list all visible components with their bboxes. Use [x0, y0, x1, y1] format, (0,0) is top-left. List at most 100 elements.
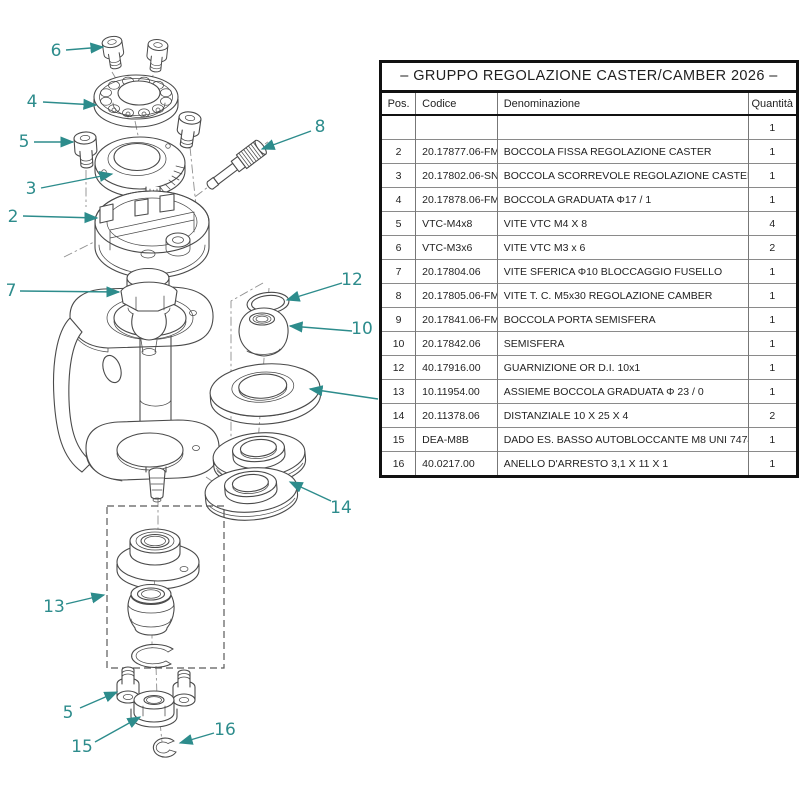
cell-codice: 20.17802.06-SN [415, 163, 498, 188]
callout-2: 2 [8, 207, 19, 227]
cell-quantita: 1 [748, 139, 796, 164]
cell-codice: 20.17878.06-FM [415, 187, 498, 212]
semisphere-holder-washer [209, 363, 321, 425]
cell-pos: 9 [382, 307, 417, 332]
washer-leader-line [308, 385, 379, 400]
callout-5: 5 [19, 132, 30, 152]
cell-quantita: 1 [748, 427, 796, 452]
cell-denominazione: SEMISFERA [497, 331, 749, 356]
spacer-b [202, 463, 300, 525]
callout-5b: 5 [63, 703, 74, 723]
cell-quantita: 2 [748, 403, 796, 428]
leader-2 [22, 212, 99, 224]
spherical-stud [120, 267, 178, 356]
callout-8: 8 [315, 117, 326, 137]
retaining-ring [152, 737, 177, 758]
cell-quantita: 1 [748, 114, 796, 140]
cell-denominazione: VITE VTC M4 X 8 [497, 211, 749, 236]
cell-pos [382, 114, 417, 140]
cell-codice: VTC-M3x6 [415, 235, 498, 260]
column-header-codice: Codice [415, 93, 498, 116]
cell-quantita: 1 [748, 259, 796, 284]
callout-3: 3 [26, 179, 37, 199]
cell-codice: 20.17805.06-FM [415, 283, 498, 308]
cell-codice: VTC-M4x8 [415, 211, 498, 236]
leader-4 [42, 98, 98, 110]
cell-codice: 20.17877.06-FM [415, 139, 498, 164]
cell-pos: 14 [382, 403, 417, 428]
cell-denominazione [497, 114, 749, 140]
cell-quantita: 1 [748, 283, 796, 308]
leader-15 [94, 716, 142, 743]
column-header-denominazione: Denominazione [497, 93, 749, 116]
cell-quantita: 1 [748, 307, 796, 332]
barrel-bushing [127, 583, 175, 636]
screw-m3x6-a [100, 34, 127, 71]
callout-12: 12 [341, 270, 363, 290]
cell-codice [415, 114, 498, 140]
cell-quantita: 1 [748, 451, 796, 475]
cell-codice: 40.17916.00 [415, 355, 498, 380]
cell-denominazione: GUARNIZIONE OR D.I. 10x1 [497, 355, 749, 380]
cell-codice: 20.17841.06-FM [415, 307, 498, 332]
cell-pos: 8 [382, 283, 417, 308]
leader-5b [79, 691, 119, 709]
cell-pos: 3 [382, 163, 417, 188]
column-header-quantita: Quantità [748, 93, 796, 116]
cell-codice: 40.0217.00 [415, 451, 498, 475]
cell-denominazione: DISTANZIALE 10 X 25 X 4 [497, 403, 749, 428]
cell-pos: 5 [382, 211, 417, 236]
leader-12 [285, 282, 343, 302]
cell-codice: DEA-M8B [415, 427, 498, 452]
cell-quantita: 1 [748, 379, 796, 404]
graduated-bushing [93, 74, 179, 128]
lock-nut [130, 690, 178, 728]
cell-pos: 12 [382, 355, 417, 380]
cell-quantita: 4 [748, 211, 796, 236]
graduated-bushing-assembly [106, 505, 225, 669]
screw-m4x8-b [174, 109, 203, 150]
callout-labels: 6 4 5 3 2 8 7 12 10 14 13 5 15 16 [6, 41, 373, 757]
screw-m3x6-b [144, 38, 169, 74]
cell-denominazione: VITE VTC M3 x 6 [497, 235, 749, 260]
cell-pos: 2 [382, 139, 417, 164]
table-header-row: Pos. Codice Denominazione Quantità [382, 93, 796, 116]
cell-codice: 10.11954.00 [415, 379, 498, 404]
leader-10 [288, 321, 353, 333]
cell-denominazione: DADO ES. BASSO AUTOBLOCCANTE M8 UNI 7474 [497, 427, 749, 452]
cell-pos: 7 [382, 259, 417, 284]
callout-13: 13 [43, 597, 65, 617]
leader-14 [288, 481, 332, 502]
cell-denominazione: BOCCOLA GRADUATA Φ17 / 1 [497, 187, 749, 212]
screw-m4x8-a [73, 130, 99, 170]
leader-16 [178, 732, 215, 745]
leader-7 [19, 286, 121, 298]
screw-m4x8-d [172, 669, 196, 707]
fixed-bushing-housing [94, 190, 210, 279]
cell-pos: 15 [382, 427, 417, 452]
cell-pos: 13 [382, 379, 417, 404]
camber-bolt [194, 139, 269, 197]
cell-pos: 6 [382, 235, 417, 260]
snap-ring [131, 643, 174, 668]
cell-denominazione: VITE T. C. M5x30 REGOLAZIONE CAMBER [497, 283, 749, 308]
cell-quantita: 1 [748, 163, 796, 188]
cell-codice: 20.17842.06 [415, 331, 498, 356]
cell-denominazione: VITE SFERICA Φ10 BLOCCAGGIO FUSELLO [497, 259, 749, 284]
column-header-pos: Pos. [382, 93, 417, 116]
parts-table-title: – GRUPPO REGOLAZIONE CASTER/CAMBER 2026 … [382, 63, 796, 93]
cell-denominazione: BOCCOLA FISSA REGOLAZIONE CASTER [497, 139, 749, 164]
table-row: 1 [382, 114, 796, 140]
leader-6 [65, 42, 105, 54]
